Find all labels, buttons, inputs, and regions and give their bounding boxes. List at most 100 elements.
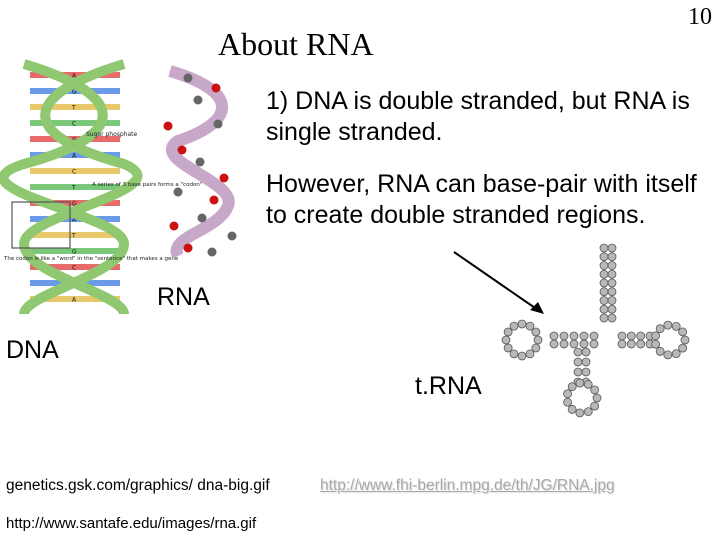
trna-nucleotide-bead [607,278,617,288]
trna-nucleotide-bead [599,278,609,288]
base-letter: G [72,137,77,144]
trna-nucleotide-bead [671,321,681,331]
trna-nucleotide-bead [503,343,513,353]
trna-label: t.RNA [415,372,482,400]
source-trna-link[interactable]: http://www.fhi-berlin.mpg.de/th/JG/RNA.j… [320,477,615,494]
base-pair-rung [30,152,120,158]
trna-nucleotide-bead [549,331,559,341]
base-pair-rung [30,72,120,78]
trna-nucleotide-bead [517,351,527,361]
dna-strand-b [18,59,143,316]
trna-nucleotide-bead [573,347,583,357]
slide-title: About RNA [218,26,374,62]
trna-nucleotide-bead [531,327,541,337]
trna-nucleotide-bead [563,397,573,407]
trna-nucleotide-bead [655,324,665,334]
base-pair-rung [30,88,120,94]
trna-nucleotide-bead [651,339,661,349]
rna-nucleotide-bead [193,95,203,105]
point-base-pairing: However, RNA can base-pair with itself t… [266,170,697,229]
base-pair-rung [30,168,120,174]
rna-nucleotide-bead [163,121,173,131]
codon-note: A series of 3 base pairs forms a "codon" [92,182,202,188]
base-pair-rung [30,184,120,190]
rna-helix-image [163,65,237,259]
trna-nucleotide-bead [501,335,511,345]
trna-nucleotide-bead [663,350,673,360]
rna-nucleotide-bead [213,119,223,129]
base-letter: C [72,169,76,176]
base-pair-rung [30,200,120,206]
codon-caption: The codon is like a "word" in the "sente… [3,256,179,262]
trna-nucleotide-bead [607,287,617,297]
trna-nucleotide-bead [549,339,559,349]
base-pair-rung [30,296,120,302]
trna-nucleotide-bead [599,313,609,323]
trna-nucleotide-bead [671,349,681,359]
trna-nucleotide-bead [617,331,627,341]
trna-nucleotide-bead [583,407,593,417]
trna-nucleotide-bead [599,243,609,253]
base-letter: G [72,201,77,208]
rna-nucleotide-bead [207,247,217,257]
rna-nucleotide-bead [177,145,187,155]
point-single-stranded: 1) DNA is double stranded, but RNA is si… [266,87,690,146]
slide-number: 10 [688,4,712,30]
trna-nucleotide-bead [531,343,541,353]
trna-nucleotide-bead [678,327,688,337]
base-letter: C [72,265,76,272]
source-rna: http://www.santafe.edu/images/rna.gif [6,515,257,532]
trna-nucleotide-bead [636,339,646,349]
trna-nucleotide-bead [533,335,543,345]
trna-nucleotide-bead [581,367,591,377]
base-letter: A [72,73,77,80]
rna-nucleotide-bead [195,157,205,167]
rna-nucleotide-bead [209,195,219,205]
trna-nucleotide-bead [509,321,519,331]
trna-nucleotide-bead [607,243,617,253]
trna-nucleotide-bead [567,404,577,414]
base-letter: T [71,233,76,240]
trna-nucleotide-bead [592,393,602,403]
rna-label: RNA [157,283,210,311]
rna-backbone [166,65,235,259]
trna-nucleotide-bead [599,304,609,314]
rna-nucleotides [163,73,237,257]
base-pair-rung [30,264,120,270]
base-letter: T [71,105,76,112]
base-letter: A [72,217,77,224]
dna-label: DNA [6,336,59,364]
rna-nucleotide-bead [227,231,237,241]
trna-nucleotide-bead [559,331,569,341]
trna-nucleotide-bead [569,339,579,349]
trna-nucleotide-bead [651,331,661,341]
trna-nucleotide-bead [599,261,609,270]
arrow-line [453,251,539,311]
trna-nucleotide-bead [655,346,665,356]
trna-nucleotide-bead [581,357,591,367]
trna-nucleotide-bead [573,367,583,377]
trna-nucleotide-bead [599,269,609,279]
base-pair-rung [30,104,120,110]
trna-nucleotide-bead [567,382,577,392]
trna-nucleotide-bead [503,327,513,337]
rna-nucleotide-bead [183,73,193,83]
trna-nucleotide-bead [607,269,617,279]
source-dna: genetics.gsk.com/graphics/ dna-big.gif [6,477,270,494]
trna-nucleotide-bead [626,339,636,349]
trna-nucleotide-bead [678,343,688,353]
trna-nucleotide-bead [607,296,617,305]
trna-nucleotide-bead [575,378,585,388]
trna-nucleotide-bead [579,339,589,349]
trna-nucleotide-bead [581,347,591,357]
trna-nucleotide-bead [607,313,617,323]
trna-nucleotide-bead [617,339,627,349]
trna-nucleotide-bead [575,408,585,418]
trna-structure-image [501,243,690,418]
trna-nucleotide-bead [509,349,519,359]
base-letter: A [72,153,77,160]
trna-nucleotide-bead [590,385,600,395]
base-letter: T [71,185,76,192]
trna-nucleotide-bead [599,296,609,305]
